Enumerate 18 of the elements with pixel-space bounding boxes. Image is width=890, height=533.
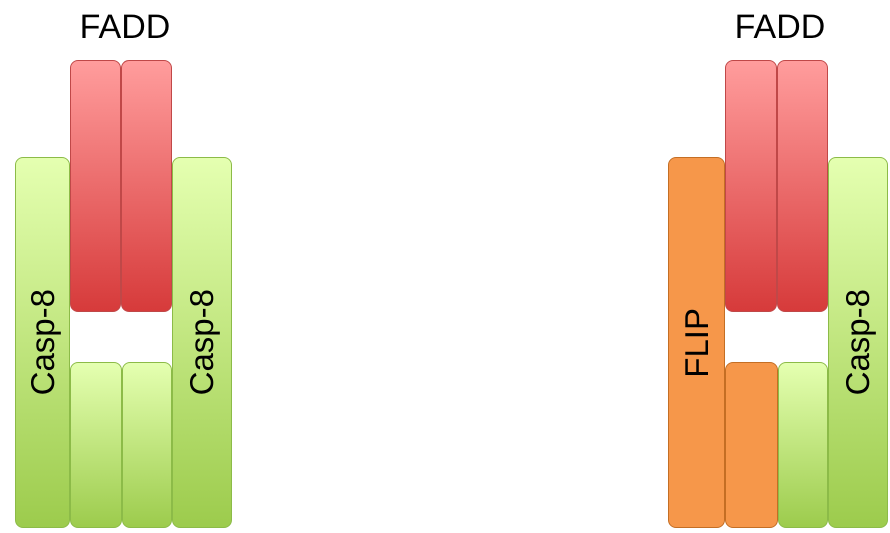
protein-domain-bar	[828, 157, 888, 528]
protein-label: FLIP	[678, 308, 716, 378]
protein-domain-bar	[778, 362, 828, 528]
protein-domain-bar	[70, 60, 121, 312]
protein-label: Casp-8	[839, 289, 877, 396]
protein-domain-bar	[121, 60, 172, 312]
protein-domain-bar	[725, 362, 778, 528]
protein-label: Casp-8	[24, 289, 62, 396]
protein-domain-bar	[668, 157, 725, 528]
protein-domain-bar	[777, 60, 828, 312]
protein-domain-bar	[172, 157, 232, 528]
protein-domain-bar	[70, 362, 122, 528]
protein-domain-bar	[15, 157, 70, 528]
protein-heading: FADD	[734, 8, 826, 47]
protein-domain-bar	[725, 60, 777, 312]
protein-label: Casp-8	[183, 289, 221, 396]
protein-domain-bar	[122, 362, 172, 528]
protein-heading: FADD	[80, 8, 170, 47]
